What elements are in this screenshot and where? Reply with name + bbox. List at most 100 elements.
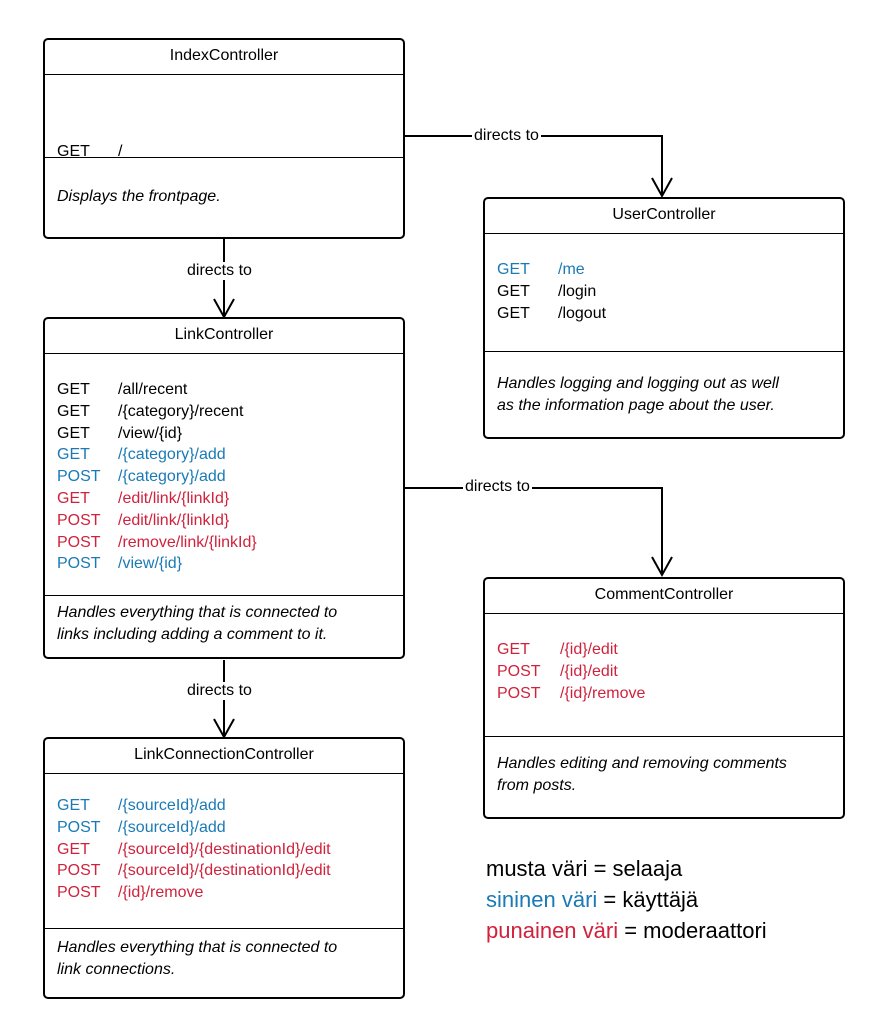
route-method: GET	[57, 840, 90, 858]
box-title: LinkConnectionController	[45, 739, 403, 774]
box-description: Handles logging and logging out as well a…	[485, 352, 843, 437]
box-title: UserController	[485, 199, 843, 234]
route-row: POST /{id}/remove	[57, 882, 391, 904]
route-method: GET	[57, 797, 90, 814]
description-line: as the information page about the user.	[497, 396, 775, 414]
legend-row-blue: sininen väri = käyttäjä	[486, 884, 767, 915]
route-row: POST /{sourceId}/add	[57, 817, 391, 839]
route-path: /all/recent	[118, 381, 188, 398]
route-path: /remove/link/{linkId}	[118, 533, 257, 551]
route-row: GET /{category}/add	[57, 444, 391, 466]
route-path: /{id}/edit	[560, 662, 618, 680]
box-title: CommentController	[485, 579, 843, 614]
route-method: GET	[57, 381, 90, 398]
legend-meaning: = moderaattori	[618, 918, 767, 943]
route-row: GET/view/{id}	[57, 423, 391, 445]
legend-color-name: musta väri	[486, 856, 588, 881]
route-method: GET	[497, 641, 530, 658]
route-row: GET/me	[497, 259, 831, 281]
route-path: /	[118, 143, 123, 160]
route-method: POST	[57, 862, 101, 880]
description-line: Displays the frontpage.	[57, 188, 221, 205]
route-method: POST	[57, 884, 101, 902]
route-row: POST/remove/link/{linkId}	[57, 532, 391, 554]
route-row: GET/logout	[497, 303, 831, 325]
legend-color-name: punainen väri	[486, 918, 619, 943]
link-connection-controller-box: LinkConnectionController GET /{sourceId}/…	[43, 737, 405, 999]
route-row: POST/edit/link/{linkId}	[57, 510, 391, 532]
route-path: /{id}/remove	[560, 684, 646, 702]
route-list: GET /	[45, 75, 403, 160]
box-description: Handles editing and removing comments fro…	[485, 737, 843, 817]
legend-row-red: punainen väri = moderaattori	[486, 915, 767, 946]
description-line: from posts.	[497, 776, 577, 794]
edge-label-index-to-link: directs to	[185, 262, 254, 280]
box-description: Handles everything that is connected to l…	[45, 596, 403, 657]
legend-meaning: = selaaja	[587, 856, 683, 881]
route-row: POST/view/{id}	[57, 553, 391, 575]
edge-index-to-user	[404, 135, 663, 196]
route-path: /edit/link/{linkId}	[118, 511, 230, 529]
route-method: POST	[497, 684, 541, 702]
edge-label-link-to-connection: directs to	[185, 682, 254, 700]
legend-row-black: musta väri = selaaja	[486, 853, 767, 884]
description-line: links including adding a comment to it.	[57, 625, 328, 643]
route-method: POST	[57, 468, 101, 486]
route-method: GET	[57, 143, 90, 160]
route-method: POST	[57, 818, 101, 836]
index-controller-box: IndexController GET/ Displays the frontp…	[43, 38, 405, 239]
route-method: GET	[57, 402, 90, 420]
route-path: /{id}/edit	[560, 641, 618, 658]
route-path: /{sourceId}/{destinationId}/edit	[118, 862, 331, 880]
description-line: Handles everything that is connected to	[57, 604, 338, 621]
route-row: POST /{id}/remove	[497, 683, 831, 705]
route-path: /{sourceId}/{destinationId}/edit	[118, 840, 331, 858]
route-path: /view/{id}	[118, 424, 183, 442]
description-line: Handles everything that is connected to	[57, 939, 338, 956]
route-method: GET	[57, 424, 90, 442]
arrowhead-link-to-comment	[651, 556, 673, 578]
route-path: /logout	[558, 304, 607, 322]
description-line: Handles logging and logging out as well	[497, 375, 779, 392]
route-row: GET /	[57, 141, 391, 163]
route-method: GET	[57, 446, 90, 464]
route-path: /{sourceId}/add	[118, 818, 226, 836]
description-line: link connections.	[57, 960, 176, 978]
route-path: /{id}/remove	[118, 884, 204, 902]
route-method: GET	[497, 282, 530, 300]
box-description: Handles everything that is connected to l…	[45, 929, 403, 997]
route-method: POST	[57, 511, 101, 529]
route-method: GET	[57, 489, 90, 507]
legend-color-name: sininen väri	[486, 887, 598, 912]
route-row: POST /{sourceId}/{destinationId}/edit	[57, 860, 391, 882]
route-path: /me	[558, 261, 585, 278]
route-path: /{sourceId}/add	[118, 797, 226, 814]
edge-label-index-to-user: directs to	[472, 127, 541, 145]
edge-link-to-comment	[404, 487, 663, 575]
route-row: GET/all/recent	[57, 379, 391, 401]
route-row: GET /{category}/recent	[57, 401, 391, 423]
route-row: GET /{sourceId}/add	[57, 795, 391, 817]
arrowhead-index-to-user	[651, 177, 673, 199]
route-row: POST /{category}/add	[57, 466, 391, 488]
route-path: /edit/link/{linkId}	[118, 489, 230, 507]
edge-label-link-to-comment: directs to	[463, 478, 532, 496]
route-path: /view/{id}	[118, 555, 183, 573]
box-description: Displays the frontpage.	[45, 158, 403, 237]
color-legend: musta väri = selaaja sininen väri = käyt…	[486, 853, 767, 946]
route-path: /{category}/recent	[118, 402, 244, 420]
description-line: Handles editing and removing comments	[497, 755, 787, 772]
route-path: /{category}/add	[118, 446, 226, 464]
route-path: /{category}/add	[118, 468, 226, 486]
route-method: GET	[497, 261, 530, 278]
legend-meaning: = käyttäjä	[597, 887, 699, 912]
route-method: POST	[57, 555, 101, 573]
